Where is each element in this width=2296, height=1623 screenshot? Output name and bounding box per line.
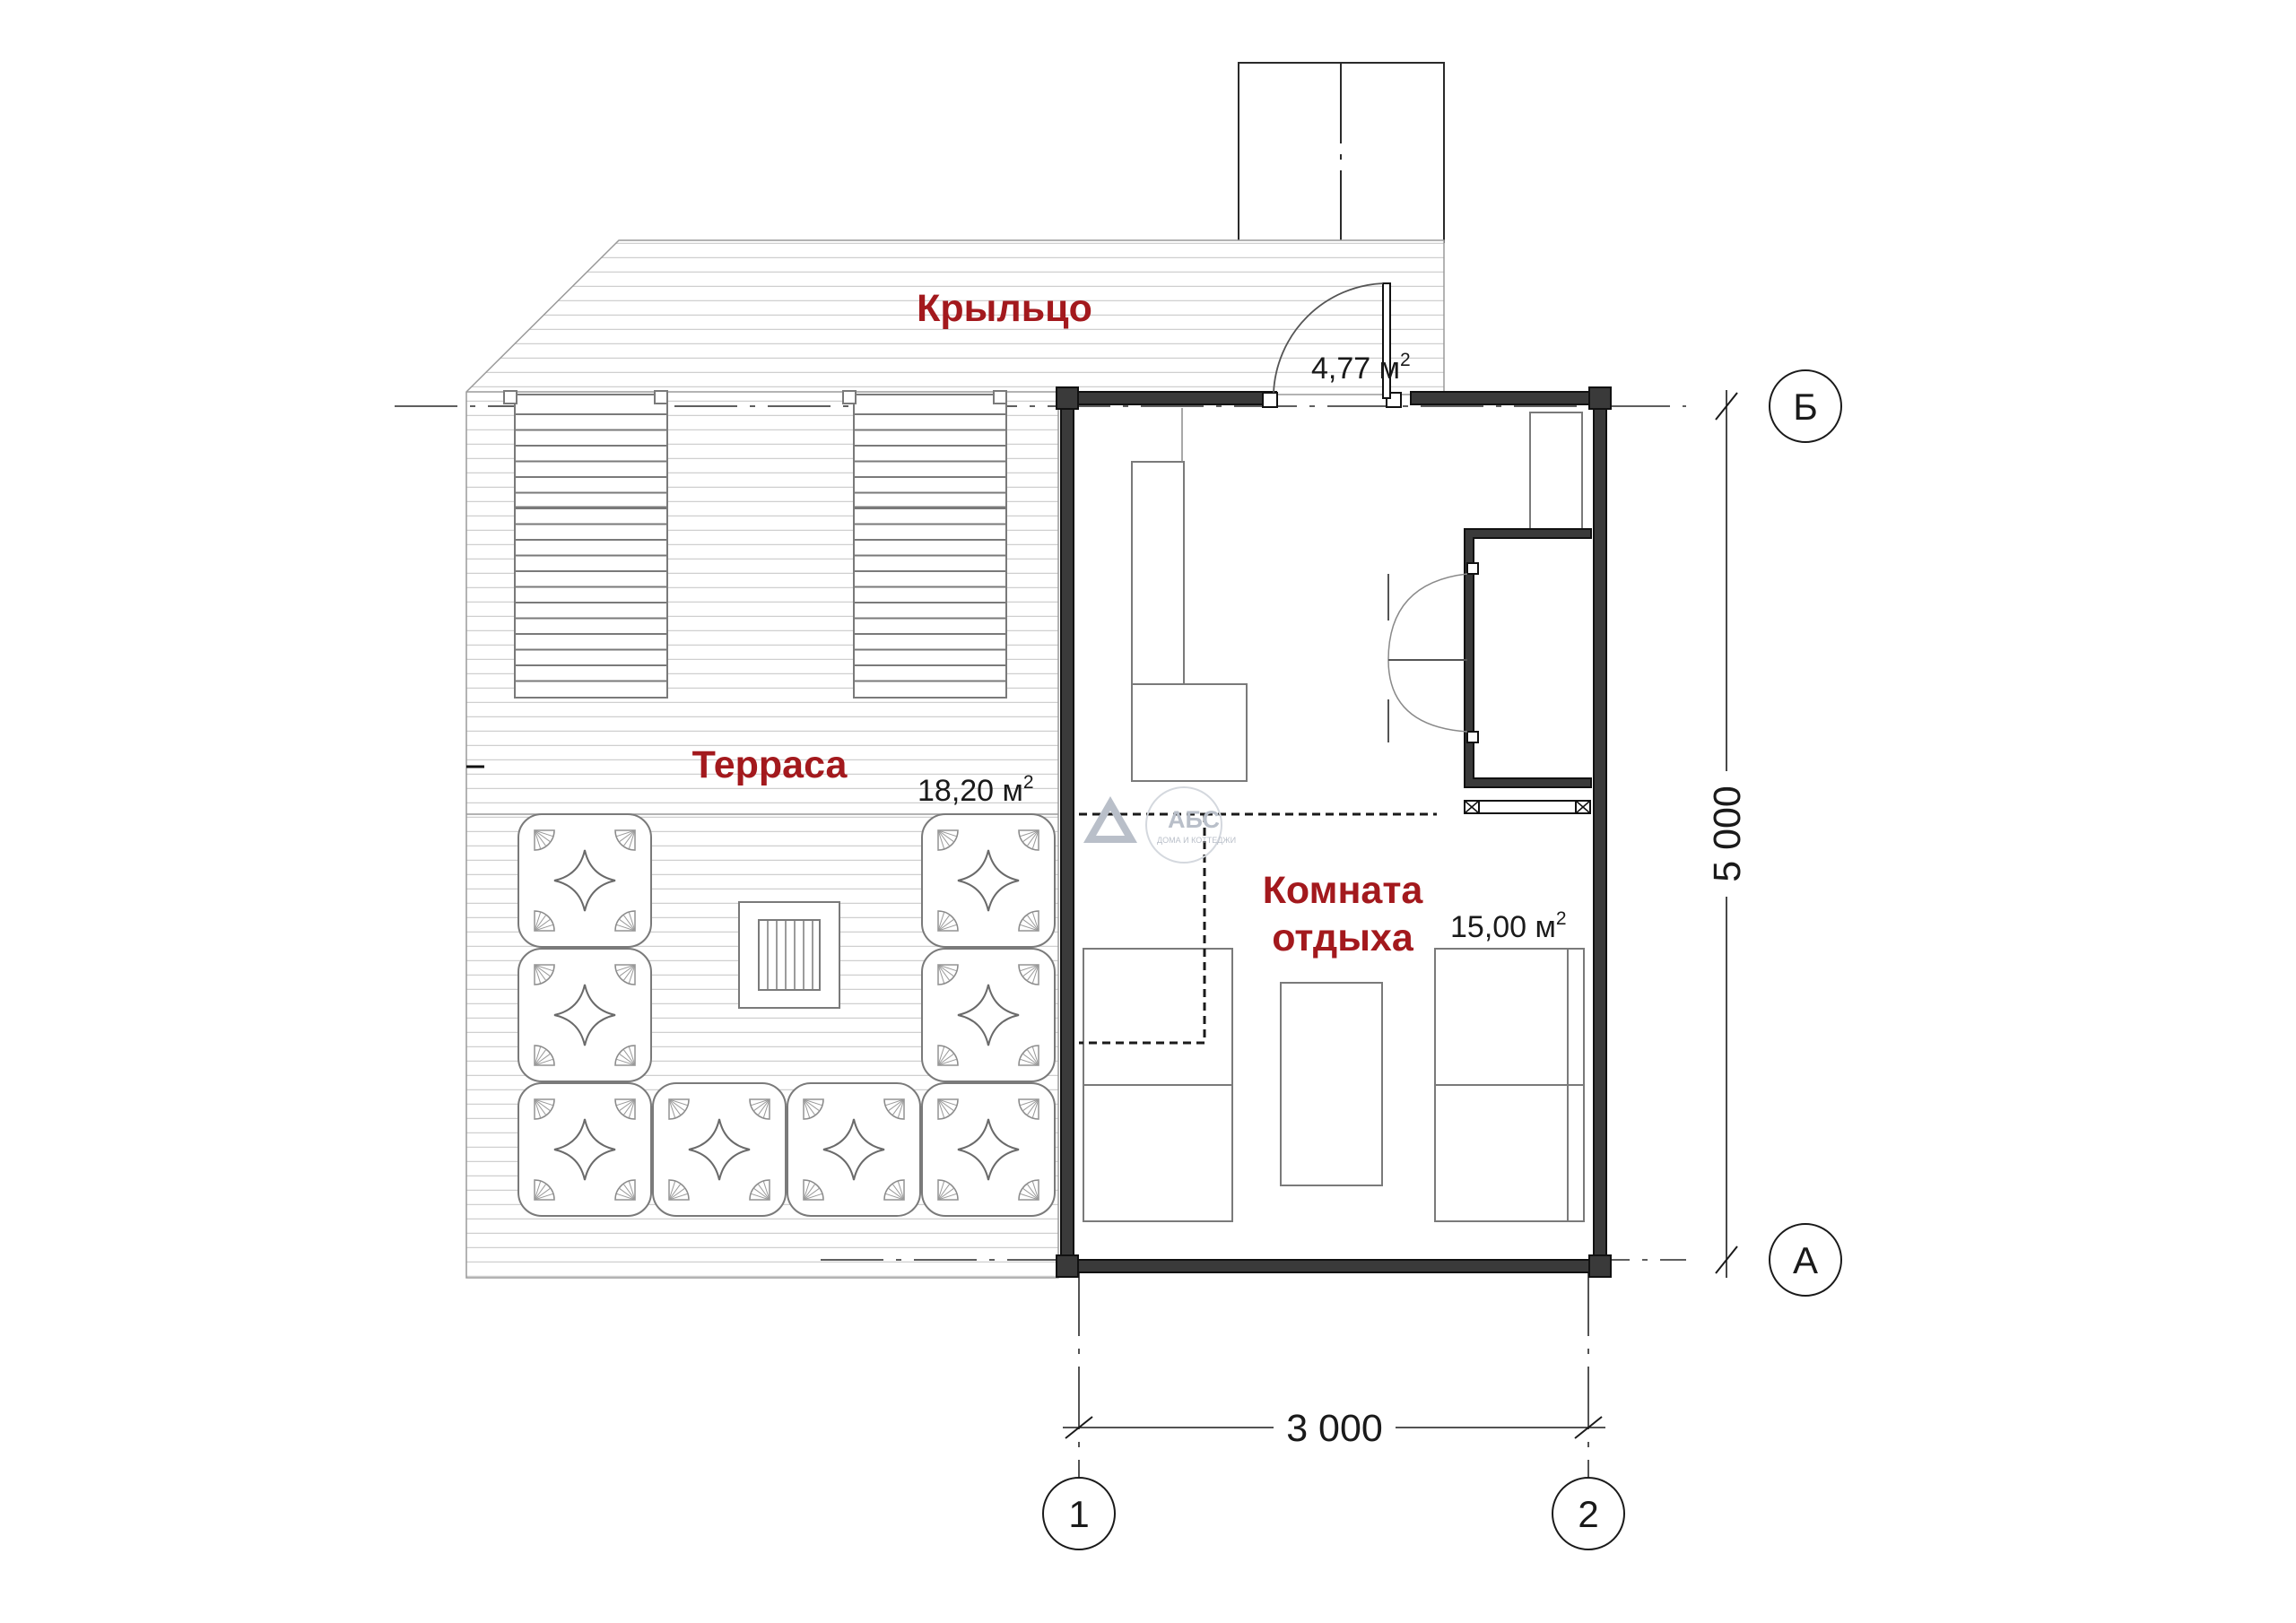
rest-room-area: 15,00 м2 (1450, 908, 1567, 944)
sun-lounger-right (842, 390, 1007, 699)
company-logo: АБС ДОМА И КОТТЕДЖИ (1083, 786, 1236, 864)
outdoor-sofa-set (517, 813, 1056, 1217)
axis-label-a: А (1793, 1239, 1818, 1281)
exterior-walls (1056, 386, 1612, 1278)
sofa-module (652, 1082, 787, 1217)
sofa-module (921, 948, 1056, 1082)
sofa-module (921, 813, 1056, 948)
rest-room-label-line2: отдыха (1272, 916, 1414, 959)
axis-label-1: 1 (1068, 1493, 1089, 1535)
sofa-module (517, 948, 652, 1082)
porch-label: Крыльцо (917, 287, 1092, 330)
entrance-path (1238, 62, 1445, 243)
axis-label-2: 2 (1578, 1493, 1598, 1535)
dimension-width-label: 3 000 (1286, 1407, 1383, 1450)
logo-subtext: ДОМА И КОТТЕДЖИ (1157, 836, 1236, 845)
dimension-width: 3 000 (1063, 1403, 1605, 1450)
axis-marker-a: А (1769, 1223, 1842, 1297)
kitchen-counter (1131, 408, 1248, 782)
sofa-module (517, 813, 652, 948)
dimension-depth-label: 5 000 (1706, 785, 1749, 882)
axis-marker-1: 1 (1042, 1477, 1116, 1550)
dashed-outline (1079, 812, 1206, 1045)
wardrobe (1529, 412, 1583, 530)
terrace-label: Терраса (692, 743, 848, 786)
axis-label-b: Б (1793, 386, 1818, 428)
sun-lounger-left (503, 390, 668, 699)
axis-marker-b: Б (1769, 369, 1842, 443)
window-in-partition (1464, 800, 1591, 814)
terrace-area: 18,20 м2 (918, 772, 1034, 808)
sofa-left (1083, 948, 1233, 1222)
entrance-door (1262, 282, 1402, 408)
rest-room-table (1280, 982, 1383, 1186)
dimension-depth: 5 000 (1704, 390, 1749, 1278)
sofa-right (1434, 948, 1585, 1222)
sofa-module (921, 1082, 1056, 1217)
sofa-module (517, 1082, 652, 1217)
terrace-coffee-table (738, 901, 840, 1009)
axis-marker-2: 2 (1552, 1477, 1625, 1550)
bathroom-partition (1387, 528, 1592, 788)
logo-text: АБС (1168, 806, 1220, 833)
rest-room-label-line1: Комната (1263, 869, 1424, 912)
sofa-module (787, 1082, 921, 1217)
porch-area: 4,77 м2 (1311, 350, 1411, 386)
